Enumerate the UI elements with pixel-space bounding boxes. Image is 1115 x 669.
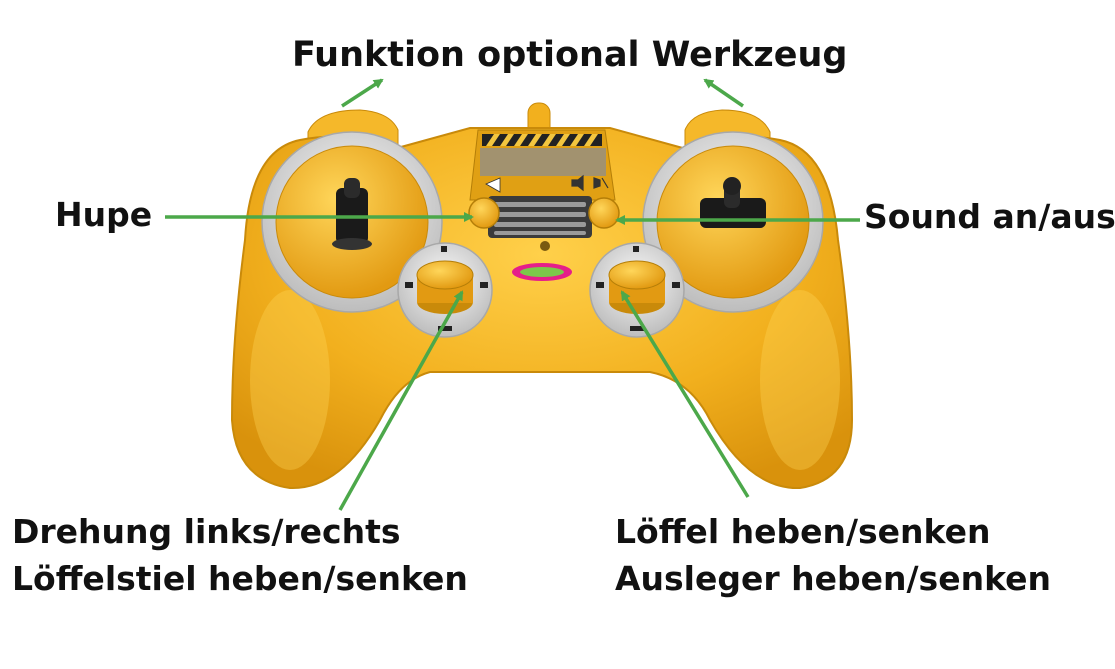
right-knob[interactable] bbox=[608, 260, 666, 314]
label-horn: Hupe bbox=[55, 195, 153, 234]
label-left-knob-line1: Drehung links/rechts bbox=[12, 512, 401, 551]
sound-toggle-icon bbox=[571, 174, 609, 192]
hazard-stripes bbox=[482, 134, 602, 146]
arrow-right-shoulder bbox=[703, 78, 744, 108]
label-left-knob-line2: Löffelstiel heben/senken bbox=[12, 559, 468, 598]
left-ring-symbols bbox=[405, 246, 488, 331]
right-ring-symbols bbox=[596, 246, 680, 331]
arrow-right-knob bbox=[620, 290, 750, 498]
title-function-optional-tool: Funktion optional Werkzeug bbox=[292, 35, 848, 75]
label-right-knob-line1: Löffel heben/senken bbox=[615, 512, 991, 551]
arrow-left-knob bbox=[338, 290, 464, 511]
brand-logo bbox=[512, 263, 572, 281]
annotation-arrows bbox=[165, 78, 860, 511]
speaker-grille bbox=[488, 196, 592, 238]
label-sound-toggle: Sound an/aus bbox=[864, 197, 1115, 236]
horn-button[interactable] bbox=[468, 197, 500, 229]
left-knob[interactable] bbox=[416, 260, 474, 314]
label-right-knob-line2: Ausleger heben/senken bbox=[615, 559, 1052, 598]
horn-symbol-icon bbox=[485, 177, 501, 193]
arrow-left-shoulder bbox=[341, 78, 384, 108]
sound-button[interactable] bbox=[588, 197, 620, 229]
